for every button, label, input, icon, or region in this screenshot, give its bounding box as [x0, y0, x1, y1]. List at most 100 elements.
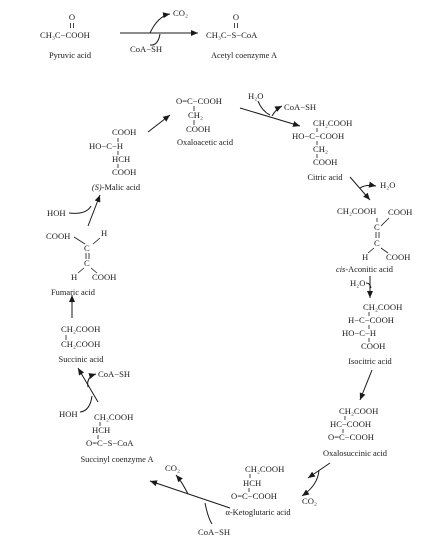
aconitase-hydration-step: H₂O: [350, 276, 373, 298]
citrate-synthase-step: H₂O CoA−SH: [239, 91, 316, 127]
oxaloacetic-label: Oxaloacetic acid: [177, 138, 234, 147]
hoh-input-arrow: [79, 395, 93, 413]
bond-line: [73, 236, 86, 245]
bond-line: [380, 247, 389, 254]
h2o-input-arrow: [365, 282, 372, 289]
malate-dehydrogenase-arrow: [147, 114, 171, 133]
reaction-arrow: [239, 107, 301, 127]
structure-line: C: [374, 222, 380, 232]
succinyl-coa-label: Succinyl coenzyme A: [80, 455, 153, 464]
h2o-input-arrow: [257, 100, 271, 116]
structure-line: HO−C−H: [89, 141, 123, 151]
co2-release-arrow: [149, 12, 171, 34]
structure-line: C: [84, 258, 90, 268]
reaction-arrow: [149, 480, 231, 509]
h2o-release-arrow: [359, 181, 377, 189]
coash-label: CoA−SH: [284, 102, 316, 112]
structure-line: C: [84, 243, 90, 253]
structure-line: HC−COOH: [330, 419, 371, 429]
structure-line: O=C−COOH: [231, 491, 277, 501]
bond-line: [367, 247, 375, 254]
structure-line: H: [71, 272, 77, 282]
acetyl-carbonyl-o: O: [233, 12, 239, 22]
succinic-acid: CH₂COOH CH₂COOH Succinic acid: [59, 324, 105, 364]
malic-label: (S)-Malic acid: [92, 183, 141, 192]
structure-line: O=C−COOH: [176, 96, 222, 106]
aconitase-dehydration-step: H₂O: [349, 176, 395, 201]
structure-line: H−C−COOH: [348, 315, 394, 325]
reaction-arrow: [87, 194, 101, 227]
acetyl-coenzyme-a: O CH₃C−S−CoA Acetyl coenzyme A: [206, 12, 277, 60]
hoh-label: HOH: [59, 409, 78, 419]
structure-line: CH₂COOH: [313, 118, 352, 128]
label-italic-part: cis: [336, 265, 345, 274]
structure-line: CH₂COOH: [61, 339, 100, 349]
structure-line: CH₂COOH: [339, 406, 378, 416]
bond-line: [77, 267, 85, 274]
hoh-label: HOH: [47, 208, 66, 218]
structure-line: H: [362, 252, 368, 262]
structure-line: COOH: [388, 207, 412, 217]
structure-line: COOH: [313, 157, 337, 167]
structure-line: CH₂: [313, 144, 328, 154]
decarboxylation-step: CO₂: [301, 462, 331, 506]
structure-line: CH₂COOH: [61, 324, 100, 334]
structure-line: O=C−S−CoA: [86, 438, 134, 448]
co2-label: CO₂: [302, 496, 317, 506]
h2o-label: H₂O: [380, 180, 395, 190]
h2o-label: H₂O: [248, 91, 263, 101]
pyruvate-dehydrogenase-arrow: CO₂ CoA−SH: [120, 8, 198, 54]
coash-label: CoA−SH: [98, 369, 130, 379]
structure-line: COOH: [112, 127, 136, 137]
succinyl-coa-synthetase-step: HOH CoA−SH: [59, 367, 130, 419]
malic-acid: COOH HO−C−H HCH COOH (S)-Malic acid: [89, 127, 141, 192]
structure-line: HCH: [243, 478, 261, 488]
co2-label: CO₂: [173, 8, 188, 18]
label-rest-part: -Aconitic acid: [345, 265, 393, 274]
coash-release-arrow: [87, 373, 97, 388]
structure-line: CH₂COOH: [94, 412, 133, 422]
pyruvic-label: Pyruvic acid: [49, 51, 92, 60]
bond-line: [92, 237, 101, 245]
structure-line: COOH: [186, 124, 210, 134]
structure-line: COOH: [112, 167, 136, 177]
structure-line: HO−C−COOH: [292, 131, 344, 141]
label-italic-part: (S): [92, 183, 102, 192]
oxalosuccinic-acid: CH₂COOH HC−COOH O=C−COOH Oxalosuccinic a…: [323, 406, 388, 458]
structure-line: COOH: [386, 252, 410, 262]
coash-label: CoA−SH: [130, 44, 162, 54]
acetyl-formula: CH₃C−S−CoA: [206, 30, 258, 40]
structure-line: CH₂COOH: [337, 206, 376, 216]
coash-input-arrow: [149, 33, 161, 46]
citric-acid: CH₂COOH HO−C−COOH CH₂ COOH Citric acid: [292, 118, 352, 182]
isocitric-acid: CH₂COOH H−C−COOH HO−C−H COOH Isocitric a…: [342, 302, 402, 366]
pyruvic-formula: CH₃C−COOH: [40, 30, 90, 40]
succinyl-coenzyme-a: CH₂COOH HCH O=C−S−CoA Succinyl coenzyme …: [80, 412, 153, 464]
cis-aconitic-label: cis-Aconitic acid: [336, 265, 394, 274]
acetyl-label: Acetyl coenzyme A: [211, 51, 277, 60]
fumaric-label: Fumaric acid: [51, 288, 96, 297]
fumaric-acid: COOH H C C H COOH Fumaric acid: [46, 228, 116, 297]
structure-line: CH₂COOH: [363, 302, 402, 312]
co2-label: CO₂: [165, 463, 180, 473]
ketoglutarate-dehydrogenase-step: CO₂ CoA−SH: [149, 463, 231, 537]
structure-line: H: [101, 228, 107, 238]
pyruvic-acid: O CH₃C−COOH Pyruvic acid: [40, 12, 92, 60]
cis-aconitic-acid: CH₂COOH COOH C C H COOH cis-Aconitic aci…: [336, 206, 412, 274]
co2-release-arrow: [301, 469, 320, 497]
structure-line: HO−C−H: [342, 328, 376, 338]
oxalosuccinic-label: Oxalosuccinic acid: [323, 449, 388, 458]
structure-line: HCH: [112, 154, 130, 164]
structure-line: COOH: [92, 272, 116, 282]
structure-line: CH₂: [188, 110, 203, 120]
structure-line: COOH: [361, 341, 385, 351]
isocitrate-dehydrogenase-arrow: [359, 369, 373, 401]
h2o-label: H₂O: [350, 278, 365, 288]
structure-line: HCH: [92, 425, 110, 435]
citric-label: Citric acid: [307, 173, 343, 182]
bond-line: [380, 217, 390, 227]
coash-input-arrow: [204, 502, 213, 525]
isocitric-label: Isocitric acid: [348, 357, 392, 366]
